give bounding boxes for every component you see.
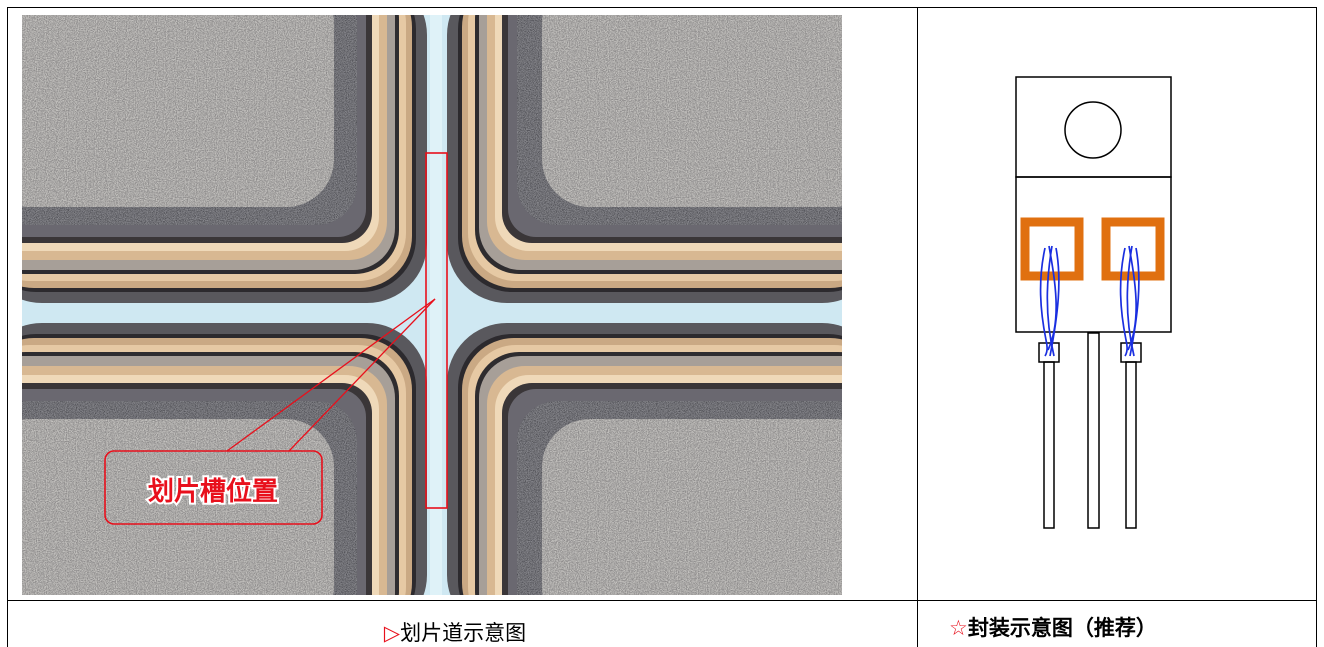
caption-package-text: 封装示意图（推荐） bbox=[967, 616, 1157, 640]
scribe-slot-marker bbox=[425, 152, 448, 509]
callout-leader-line bbox=[288, 298, 436, 452]
package-tab bbox=[1015, 76, 1172, 178]
bond-wires-left bbox=[1039, 245, 1060, 357]
table-top-border bbox=[7, 7, 1317, 8]
die-top-left bbox=[22, 15, 427, 303]
triangle-marker-icon: ▷ bbox=[383, 621, 401, 645]
figure-table bbox=[7, 7, 1317, 647]
callout-label: 划片槽位置 bbox=[148, 476, 278, 507]
lead-right bbox=[1125, 361, 1137, 529]
callout-box bbox=[104, 450, 323, 525]
bond-wires-right bbox=[1119, 245, 1140, 357]
wafer-micrograph: 划片槽位置 bbox=[22, 15, 842, 595]
lead-middle bbox=[1087, 332, 1100, 529]
package-diagram bbox=[1015, 76, 1172, 529]
star-marker-icon: ☆ bbox=[949, 616, 968, 640]
table-row-divider bbox=[7, 600, 1317, 601]
caption-package: ☆封装示意图（推荐） bbox=[949, 612, 1157, 642]
die-pad-left bbox=[1020, 217, 1084, 281]
table-left-border bbox=[7, 7, 8, 647]
lead-left bbox=[1043, 361, 1055, 529]
die-top-right bbox=[447, 15, 842, 303]
callout-leader-line bbox=[226, 298, 436, 452]
vertical-street-core bbox=[430, 15, 442, 595]
package-body bbox=[1015, 176, 1172, 333]
caption-dicing-street: ▷划片道示意图 bbox=[0, 617, 910, 647]
mounting-hole bbox=[1064, 101, 1122, 159]
die-bottom-left bbox=[22, 323, 427, 595]
table-right-border bbox=[1316, 7, 1317, 647]
table-middle-divider bbox=[917, 7, 918, 647]
caption-dicing-street-text: 划片道示意图 bbox=[400, 621, 527, 645]
die-bottom-right bbox=[447, 323, 842, 595]
